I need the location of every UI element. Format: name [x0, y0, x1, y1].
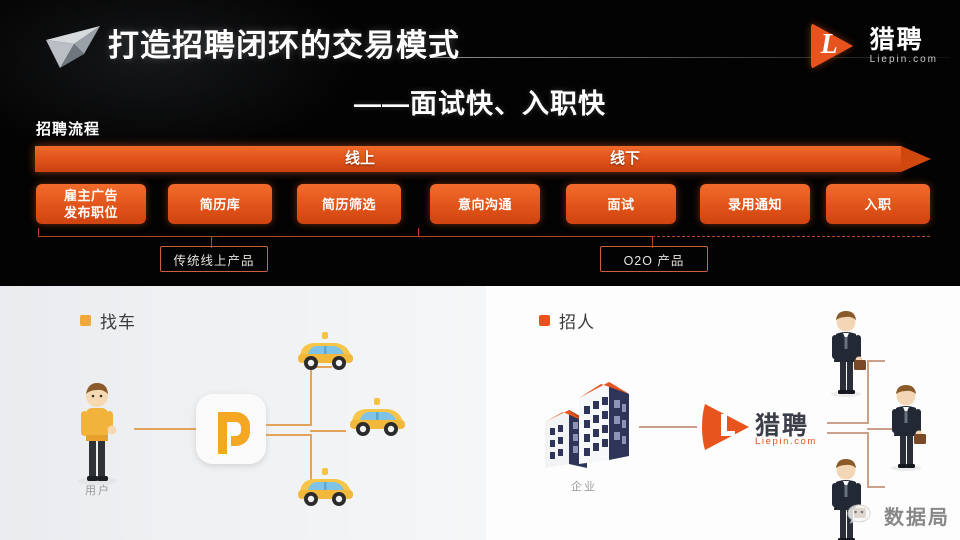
office-building-icon: [545, 382, 629, 468]
connector-company-to-hub: [639, 426, 697, 428]
brand-name-en: Liepin.com: [869, 53, 938, 65]
page-subtitle: ——面试快、入职快: [354, 89, 606, 119]
brand-letter: L: [820, 29, 838, 60]
panel-left-bullet-icon: [80, 315, 91, 326]
brand-logo: L 猎聘 Liepin.com: [810, 18, 938, 74]
connector-to-taxi-top: [310, 366, 332, 368]
connector-to-person-top: [867, 360, 885, 362]
wechat-bubble-icon: [847, 503, 871, 524]
user-figure-icon: [77, 383, 117, 485]
bracket-line-o2o: [652, 236, 930, 237]
taxi-icon: [298, 332, 353, 370]
bracket-drop-o2o: [652, 236, 653, 248]
comparison-panels: 找车 用户: [0, 286, 960, 540]
panel-right-header: 招人: [539, 308, 595, 333]
panel-find-car: 找车 用户: [0, 286, 487, 540]
panel-left-header: 找车: [80, 308, 136, 333]
flow-step-3[interactable]: 简历筛选: [297, 184, 401, 224]
liepin-hub-name-en: Liepin.com: [755, 436, 817, 447]
flow-step-7[interactable]: 入职: [826, 184, 930, 224]
header-section: 打造招聘闭环的交易模式 ——面试快、入职快 L 猎聘 Liepin.com 招聘…: [0, 0, 960, 272]
flow-section-label: 招聘流程: [36, 121, 101, 138]
flow-step-5-line1: 面试: [607, 196, 635, 212]
panel-right-bullet-icon: [539, 315, 550, 326]
flow-step-7-line1: 入职: [864, 196, 892, 212]
connector-to-person-mid: [867, 428, 901, 430]
businessman-icon: [891, 385, 926, 471]
flow-step-2[interactable]: 简历库: [168, 184, 272, 224]
paper-plane-icon: [46, 26, 100, 68]
liepin-triangle-icon: L: [810, 21, 861, 71]
title-rule: [430, 57, 950, 58]
panel-hire-people: 招人: [487, 286, 960, 540]
connector-branch-down: [867, 432, 869, 488]
bracket-tick-mid: [418, 228, 419, 237]
flow-step-3-line1: 简历筛选: [321, 196, 376, 212]
liepin-logo-icon: [699, 400, 753, 459]
connector-branch-up: [867, 360, 869, 424]
flow-arrow-bar: 线上 线下: [35, 146, 931, 172]
flow-segment-online: 线上: [345, 150, 376, 167]
liepin-hub-name-cn: 猎聘: [755, 412, 810, 440]
flow-step-2-line1: 简历库: [199, 196, 241, 212]
flow-step-6[interactable]: 录用通知: [700, 184, 810, 224]
flow-step-1-line1: 雇主广告: [63, 188, 118, 203]
flow-step-1-line2: 发布职位: [63, 205, 118, 220]
connector-branch-up: [310, 366, 312, 426]
annotation-online-products: 传统线上产品: [160, 246, 268, 272]
didi-app-icon: [196, 394, 266, 464]
connector-to-taxi-mid: [310, 430, 346, 432]
bracket-tick-left: [38, 228, 39, 237]
flow-step-4[interactable]: 意向沟通: [430, 184, 540, 224]
flow-step-4-line1: 意向沟通: [457, 196, 512, 212]
flow-steps: 雇主广告 发布职位 简历库 简历筛选 意向沟通 面试 录用通知 入职: [0, 184, 960, 224]
panel-right-title: 招人: [559, 313, 595, 332]
connector-to-person-bottom: [867, 486, 885, 488]
connector-hub-trunk-a: [827, 422, 869, 424]
connector-hub-trunk-b: [827, 432, 869, 434]
flow-step-6-line1: 录用通知: [727, 196, 782, 212]
flow-step-5[interactable]: 面试: [566, 184, 676, 224]
brand-name-cn: 猎聘: [869, 25, 924, 54]
flow-step-1[interactable]: 雇主广告 发布职位: [36, 184, 146, 224]
panel-left-title: 找车: [100, 313, 136, 332]
flow-annotations: 传统线上产品 O2O 产品: [38, 228, 930, 272]
taxi-icon: [350, 398, 405, 436]
panel-left-source-caption: 用户: [85, 485, 111, 497]
panel-right-source-caption: 企业: [571, 481, 597, 493]
bracket-line-online: [38, 236, 652, 237]
connector-hub-trunk-a: [266, 424, 312, 426]
page-title: 打造招聘闭环的交易模式: [108, 28, 460, 63]
arrow-head-icon: [901, 146, 931, 172]
annotation-o2o-products: O2O 产品: [600, 246, 708, 272]
watermark-text: 数据局: [884, 505, 950, 529]
flow-segment-offline: 线下: [610, 150, 641, 167]
businessman-icon: [831, 311, 866, 397]
connector-user-to-hub: [134, 428, 196, 430]
connector-branch-down: [310, 434, 312, 490]
watermark: 数据局: [847, 501, 950, 530]
taxi-icon: [298, 468, 353, 506]
connector-hub-trunk-b: [266, 434, 312, 436]
bracket-drop-online: [211, 236, 212, 248]
